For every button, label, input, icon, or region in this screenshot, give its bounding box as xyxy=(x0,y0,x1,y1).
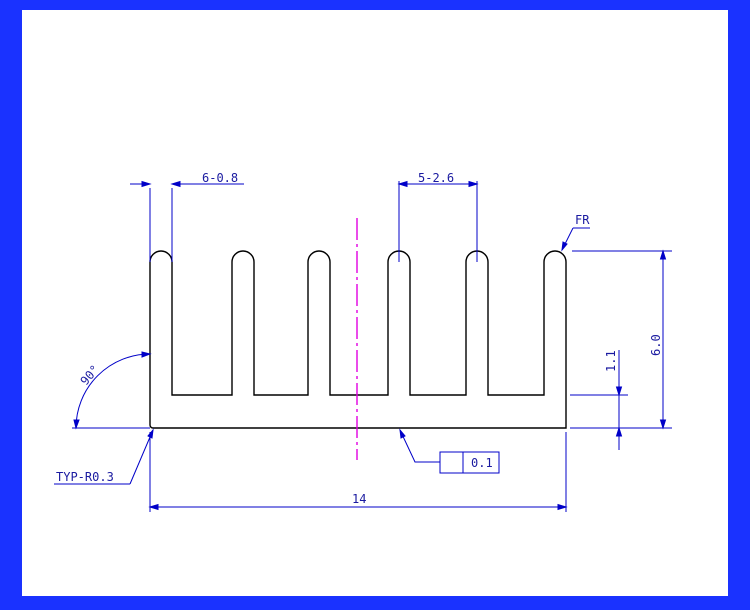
label-fin-thickness: 6-0.8 xyxy=(202,171,238,185)
dim-height xyxy=(570,249,672,430)
label-base-thickness: 1.1 xyxy=(604,350,618,372)
dim-fr-leader xyxy=(561,227,590,252)
label-angle: 90° xyxy=(78,362,103,388)
dim-base-thickness xyxy=(570,350,628,450)
label-fr: FR xyxy=(575,213,590,227)
label-fin-pitch: 5-2.6 xyxy=(418,171,454,185)
dim-width xyxy=(148,432,568,512)
dim-radius-leader xyxy=(54,428,154,485)
heatsink-profile xyxy=(149,250,567,429)
dim-angle xyxy=(72,351,152,430)
label-height: 6.0 xyxy=(649,334,663,356)
flatness-tolerance xyxy=(399,428,500,474)
dim-fin-pitch xyxy=(397,180,479,262)
label-radius: TYP-R0.3 xyxy=(56,470,114,484)
label-width: 14 xyxy=(352,492,366,506)
drawing-sheet xyxy=(22,10,728,596)
dim-fin-thickness xyxy=(130,180,244,262)
label-flatness: 0.1 xyxy=(471,456,493,470)
